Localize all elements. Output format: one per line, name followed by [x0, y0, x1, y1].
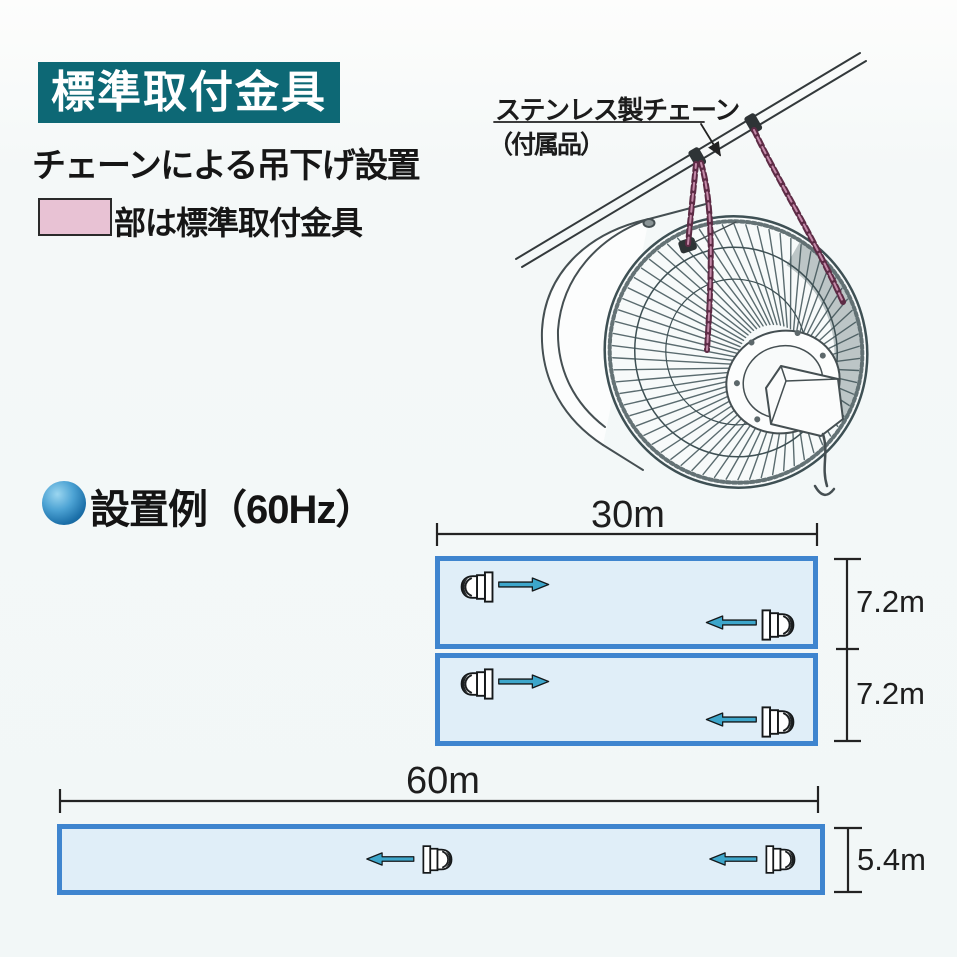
motor-box — [765, 365, 844, 437]
fan-icon-right — [460, 568, 494, 606]
install-field-row1 — [435, 556, 818, 649]
motor-cable — [813, 432, 836, 496]
subtitle: チェーンによる吊下げ設置 — [32, 147, 421, 185]
airflow-arrow-right-icon — [498, 674, 550, 689]
airflow-arrow-left-icon — [708, 852, 758, 866]
label-leader-line — [700, 123, 721, 157]
install-field-long — [57, 824, 825, 895]
legend-label: 部は標準取付金具 — [114, 205, 363, 241]
dim-height-bottom: 5.4m — [857, 842, 926, 877]
dim-lines-top-example — [435, 523, 861, 743]
dim-lines-bottom-example — [58, 786, 862, 894]
section-bullet-icon — [42, 481, 86, 525]
fan-icon-left — [422, 841, 453, 878]
legend-color-swatch — [38, 198, 112, 236]
fan-icon-left — [761, 703, 795, 741]
airflow-arrow-right-icon — [498, 577, 550, 592]
fan-icon-left — [765, 841, 796, 878]
fan-icon-right — [460, 665, 494, 703]
install-field-row2 — [435, 653, 818, 746]
page-title-banner: 標準取付金具 — [38, 62, 340, 123]
duct-bolt — [642, 218, 656, 228]
grille-shading — [786, 239, 864, 421]
chain-label-line2: （付属品） — [488, 131, 605, 159]
airflow-arrow-left-icon — [705, 712, 757, 727]
eyebolt-link — [694, 221, 737, 243]
chain-label-line1: ステンレス製チェーン — [495, 95, 740, 125]
dim-width-bottom: 60m — [406, 760, 480, 802]
dim-height-row2: 7.2m — [856, 676, 925, 711]
fan-illustration — [493, 52, 869, 496]
airflow-arrow-left-icon — [365, 852, 415, 866]
stainless-chains — [685, 127, 846, 353]
dim-width-top: 30m — [591, 494, 665, 536]
fan-icon-left — [761, 606, 795, 644]
airflow-arrow-left-icon — [705, 615, 757, 630]
section-heading: 設置例（60Hz） — [90, 488, 375, 532]
fan-duct-body — [540, 203, 707, 471]
dim-height-row1: 7.2m — [856, 584, 925, 619]
